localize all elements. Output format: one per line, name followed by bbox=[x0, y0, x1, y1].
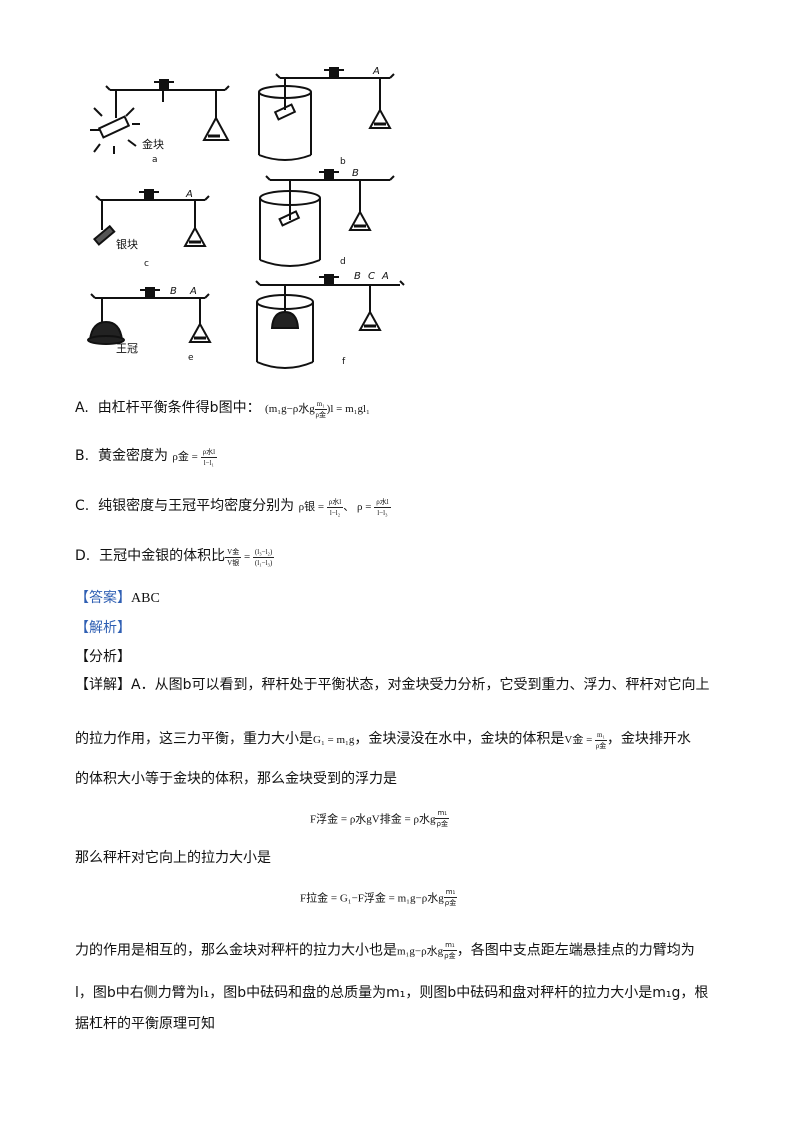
label-b-A: A bbox=[372, 66, 380, 77]
label-crown: 王冠 bbox=[116, 342, 138, 355]
detail-line-1: 【详解】A．从图b可以看到，秤杆处于平衡状态，对金块受力分析，它受到重力、浮力、… bbox=[75, 677, 710, 693]
label-b: b bbox=[340, 157, 346, 167]
physics-figure: 金块 a A b A 银块 c B d B A 王冠 e B C A f bbox=[87, 66, 405, 369]
answer-line: 【答案】ABC bbox=[75, 590, 160, 606]
answer-value: ABC bbox=[131, 591, 160, 606]
figure-a bbox=[90, 79, 230, 154]
figure-d bbox=[259, 169, 395, 267]
detail-line-6: l，图b中右侧力臂为l₁，图b中砝码和盘的总质量为m₁，则图b中砝码和盘对秤杆的… bbox=[75, 985, 709, 1001]
figure-b bbox=[258, 67, 395, 161]
label-e-B: B bbox=[170, 286, 177, 297]
label-f-B: B bbox=[354, 271, 361, 282]
label-c-A: A bbox=[185, 189, 193, 200]
label-f-C: C bbox=[368, 271, 375, 282]
label-c: c bbox=[144, 259, 149, 269]
detail-line-3: 的体积大小等于金块的体积，那么金块受到的浮力是 bbox=[75, 771, 397, 787]
figure-e bbox=[87, 287, 212, 345]
figure-c bbox=[93, 189, 210, 247]
figure-f bbox=[255, 274, 405, 369]
label-e-A: A bbox=[189, 286, 197, 297]
label-e: e bbox=[188, 353, 194, 363]
label-gold: 金块 bbox=[142, 137, 164, 151]
fenxi-label: 【分析】 bbox=[75, 649, 131, 665]
label-f-A: A bbox=[381, 271, 389, 282]
label-f: f bbox=[342, 357, 346, 367]
label-silver: 银块 bbox=[116, 237, 138, 251]
analysis-label: 【解析】 bbox=[75, 620, 131, 636]
detail-line-2: 的拉力作用，这三力平衡，重力大小是G₁ = m₁g，金块浸没在水中，金块的体积是… bbox=[75, 730, 691, 750]
detail-line-7: 据杠杆的平衡原理可知 bbox=[75, 1016, 215, 1032]
detail-line-4: 那么秤杆对它向上的拉力大小是 bbox=[75, 850, 271, 866]
label-d: d bbox=[340, 257, 346, 267]
label-a: a bbox=[152, 155, 158, 165]
label-d-B: B bbox=[352, 168, 359, 179]
